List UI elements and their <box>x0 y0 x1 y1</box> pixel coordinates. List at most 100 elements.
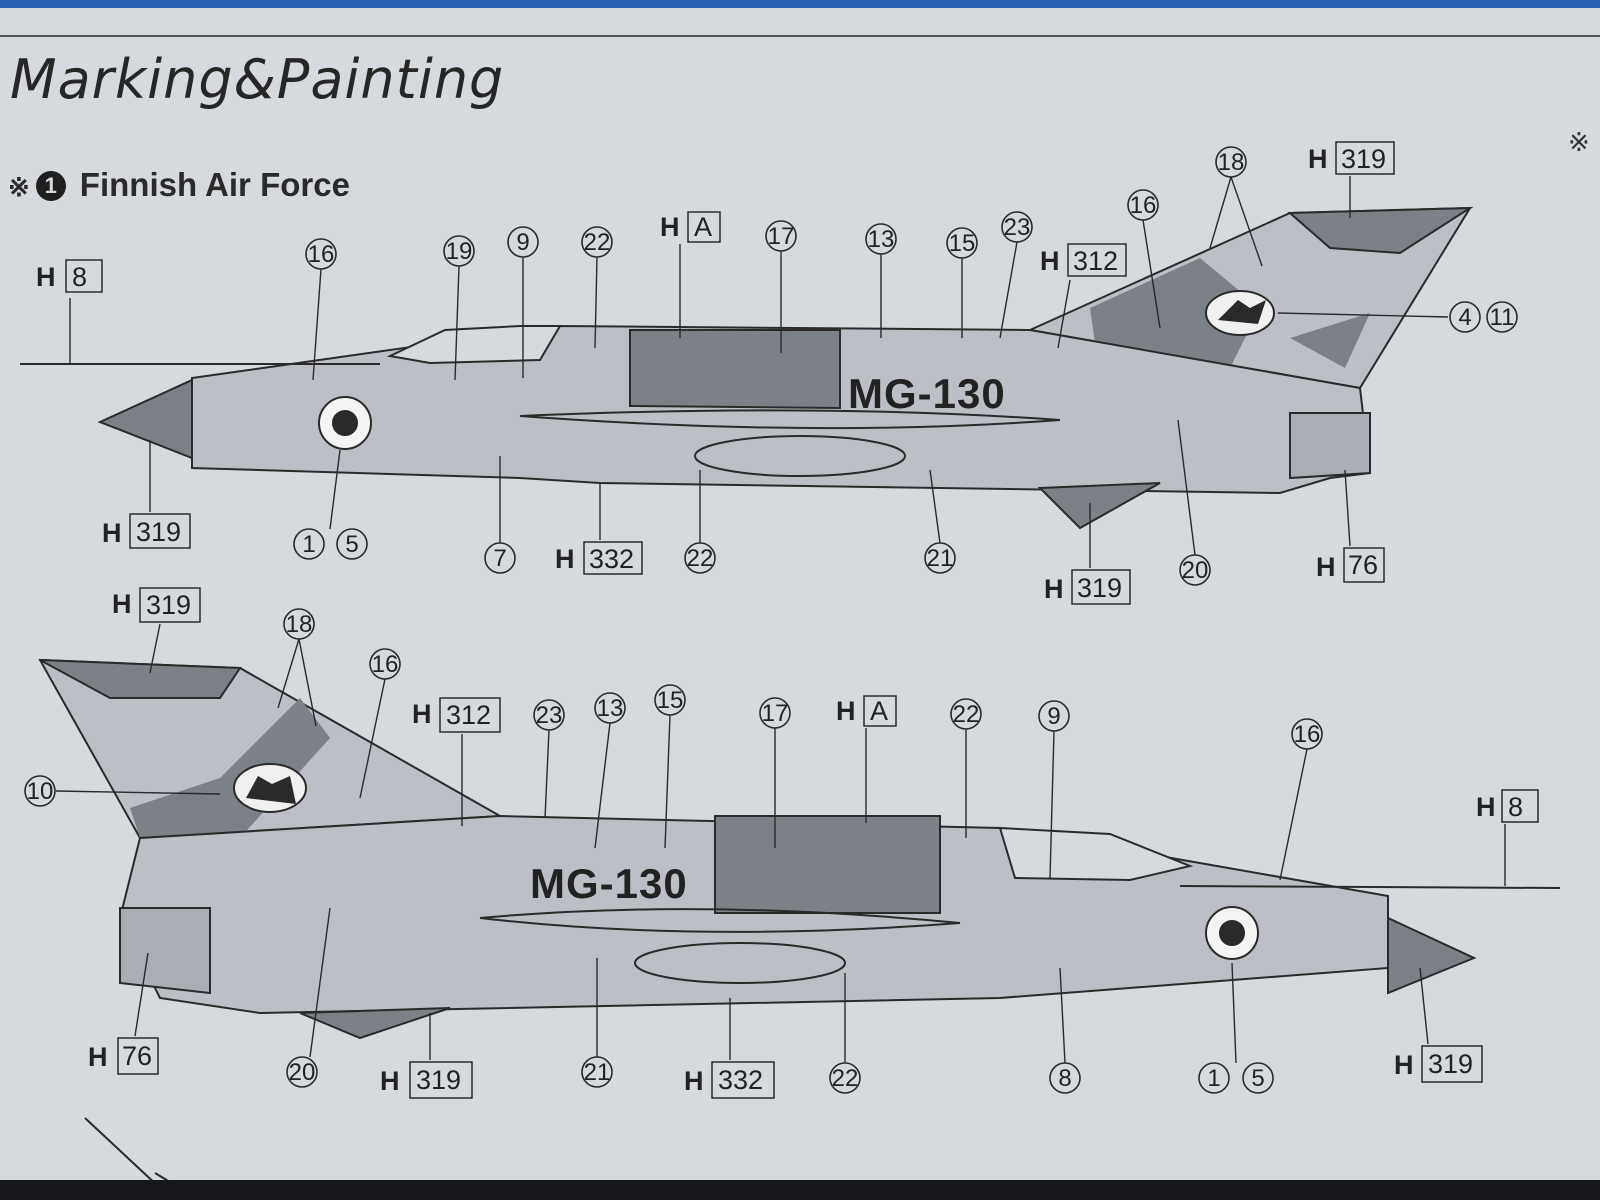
svg-text:22: 22 <box>584 229 611 256</box>
svg-text:18: 18 <box>1218 149 1245 176</box>
upper-paint-codes: H 8 H 319 H A H 312 H 319 H 332 H <box>36 141 1395 605</box>
svg-text:76: 76 <box>1348 550 1378 580</box>
tail-camo-dark-2 <box>1290 313 1370 368</box>
svg-text:H: H <box>36 262 56 292</box>
svg-text:1: 1 <box>302 531 315 558</box>
svg-text:H: H <box>1476 792 1496 822</box>
painting-diagram: MG-130 16 19 9 22 17 13 15 23 16 18 4 11… <box>0 35 1600 1200</box>
tail-camo-dark <box>130 698 330 838</box>
roundel-inner <box>332 410 358 436</box>
svg-text:76: 76 <box>122 1041 152 1071</box>
svg-text:17: 17 <box>762 700 789 727</box>
upper-callout-labels: 16 19 9 22 17 13 15 23 16 18 4 11 1 5 7 … <box>302 149 1514 584</box>
svg-text:319: 319 <box>1428 1049 1473 1079</box>
tailpipe <box>1289 412 1371 480</box>
svg-text:22: 22 <box>953 701 980 728</box>
lower-paint-codes: H 8 H 319 H 312 H A H 76 H 319 H <box>88 587 1539 1099</box>
svg-text:16: 16 <box>1130 192 1157 219</box>
svg-text:332: 332 <box>589 544 634 574</box>
scheme-name: Finnish Air Force <box>79 166 350 203</box>
svg-text:7: 7 <box>493 545 506 572</box>
svg-text:319: 319 <box>1077 573 1122 603</box>
wing-leading-edge <box>519 409 1061 421</box>
svg-text:H: H <box>1044 574 1064 604</box>
drop-tank <box>694 435 906 477</box>
svg-text:18: 18 <box>286 611 313 638</box>
drop-tank <box>634 942 846 984</box>
wing-leading-edge <box>479 908 961 924</box>
pitot-probe <box>1179 885 1561 889</box>
svg-text:5: 5 <box>345 531 358 558</box>
svg-text:H: H <box>102 518 122 548</box>
lower-callout-labels: 18 16 23 13 15 17 22 9 16 10 20 21 22 8 … <box>27 611 1321 1092</box>
fuselage-band-dark <box>714 815 941 914</box>
aircraft-right-profile <box>38 658 1561 1040</box>
svg-text:9: 9 <box>516 229 529 256</box>
ventral-fin-dark <box>1037 482 1161 530</box>
svg-text:13: 13 <box>868 226 895 253</box>
svg-text:H: H <box>88 1042 108 1072</box>
svg-text:312: 312 <box>446 700 491 730</box>
tail-emblem-cat <box>246 776 296 804</box>
svg-text:10: 10 <box>27 778 54 805</box>
tail-tip-dark <box>39 659 242 699</box>
svg-text:H: H <box>1394 1050 1414 1080</box>
canopy <box>386 325 562 365</box>
svg-text:16: 16 <box>372 651 399 678</box>
svg-text:H: H <box>412 699 432 729</box>
svg-text:H: H <box>684 1066 704 1096</box>
svg-text:16: 16 <box>308 241 335 268</box>
svg-text:4: 4 <box>1458 304 1471 331</box>
svg-text:319: 319 <box>416 1065 461 1095</box>
svg-text:20: 20 <box>1182 557 1209 584</box>
reference-mark-icon: ※ <box>8 172 30 202</box>
serial-number-upper: MG-130 <box>848 370 1006 417</box>
svg-text:13: 13 <box>597 695 624 722</box>
svg-text:319: 319 <box>136 517 181 547</box>
upper-leader-lines <box>312 176 1449 556</box>
svg-text:H: H <box>112 589 132 619</box>
wing-lower-edge <box>479 917 961 933</box>
bottom-edge-shadow <box>0 1180 1600 1200</box>
svg-text:312: 312 <box>1073 246 1118 276</box>
svg-text:H: H <box>1308 144 1328 174</box>
svg-text:21: 21 <box>584 1059 611 1086</box>
svg-text:H: H <box>660 212 680 242</box>
svg-text:19: 19 <box>446 238 473 265</box>
svg-text:A: A <box>694 212 712 242</box>
svg-text:23: 23 <box>536 702 563 729</box>
page-title: Marking&Painting <box>10 48 505 111</box>
fuselage-band-dark <box>629 329 841 410</box>
lower-leader-lines <box>55 638 1308 1064</box>
canopy <box>998 826 1194 882</box>
svg-text:8: 8 <box>1508 792 1523 822</box>
svg-text:22: 22 <box>832 1065 859 1092</box>
tail-tip-dark <box>1287 206 1474 255</box>
svg-text:319: 319 <box>1341 144 1386 174</box>
nose-cone <box>97 378 193 460</box>
svg-text:332: 332 <box>718 1065 763 1095</box>
tail-emblem-cat <box>1218 300 1266 324</box>
ventral-fin-dark <box>299 1007 451 1040</box>
svg-text:A: A <box>870 696 888 726</box>
nose-cone <box>1387 916 1477 995</box>
svg-text:H: H <box>1316 552 1336 582</box>
serial-number-lower: MG-130 <box>530 860 688 907</box>
svg-text:16: 16 <box>1294 721 1321 748</box>
svg-text:319: 319 <box>146 590 191 620</box>
svg-text:H: H <box>1040 246 1060 276</box>
svg-text:17: 17 <box>768 223 795 250</box>
svg-text:15: 15 <box>949 230 976 257</box>
svg-text:15: 15 <box>657 687 684 714</box>
svg-text:20: 20 <box>289 1059 316 1086</box>
svg-text:H: H <box>836 696 856 726</box>
corner-reference-mark: ※ <box>1568 128 1590 158</box>
svg-text:11: 11 <box>1490 304 1515 331</box>
svg-text:H: H <box>555 544 575 574</box>
svg-text:22: 22 <box>687 545 714 572</box>
svg-text:1: 1 <box>1207 1065 1220 1092</box>
svg-text:9: 9 <box>1047 703 1060 730</box>
svg-text:8: 8 <box>72 262 87 292</box>
svg-text:8: 8 <box>1058 1065 1071 1092</box>
